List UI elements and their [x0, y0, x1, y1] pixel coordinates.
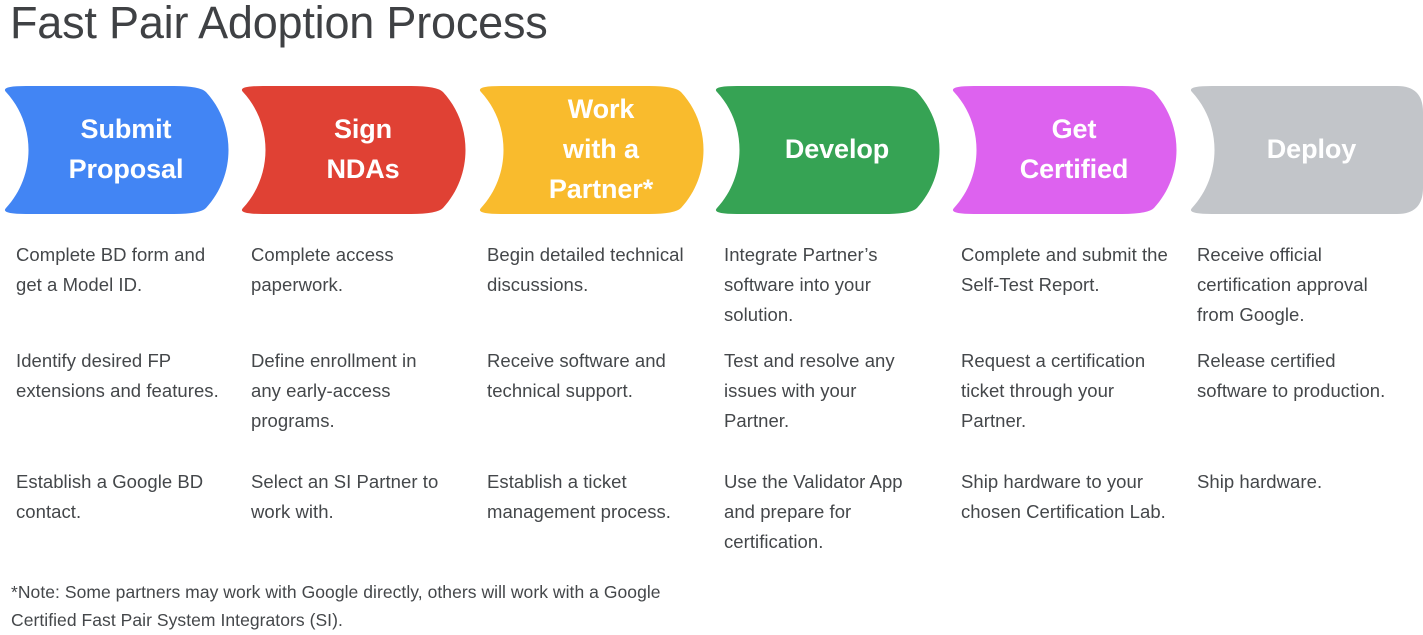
step-item: Integrate Partner’s software into your s…	[724, 244, 878, 326]
steps-columns: Complete BD form and get a Model ID. Iden…	[0, 240, 1423, 552]
step-column-5: Complete and submit the Self-Test Report…	[961, 240, 1176, 550]
step-item: Select an SI Partner to work with.	[251, 471, 439, 523]
step-column-6: Receive official certification approval …	[1197, 240, 1387, 550]
step-item: Complete access paperwork.	[251, 244, 394, 296]
step-item: Identify desired FP extensions and featu…	[16, 350, 219, 402]
process-step-submit-proposal[interactable]: Submit Proposal	[0, 86, 230, 214]
step-item: Complete and submit the Self-Test Report…	[961, 244, 1168, 296]
step-item: Receive official certification approval …	[1197, 244, 1368, 326]
step-item: Release certified software to production…	[1197, 350, 1386, 402]
step-item: Request a certification ticket through y…	[961, 350, 1146, 432]
step-item: Receive software and technical support.	[487, 350, 666, 402]
chevron-shape-sign-ndas	[241, 86, 466, 214]
step-item: Ship hardware.	[1197, 471, 1323, 492]
step-item: Ship hardware to your chosen Certificati…	[961, 471, 1166, 523]
step-item: Begin detailed technical discussions.	[487, 244, 684, 296]
chevron-shape-deploy	[1190, 86, 1423, 214]
process-step-get-certified[interactable]: Get Certified	[948, 86, 1178, 214]
step-column-4: Integrate Partner’s software into your s…	[724, 240, 924, 552]
step-item: Establish a Google BD contact.	[16, 471, 204, 523]
footnote: *Note: Some partners may work with Googl…	[11, 582, 661, 631]
step-column-3: Begin detailed technical discussions. Rec…	[487, 240, 702, 550]
page-title: Fast Pair Adoption Process	[10, 0, 548, 48]
step-column-1: Complete BD form and get a Model ID. Iden…	[16, 240, 231, 550]
chevron-shape-get-certified	[952, 86, 1177, 214]
process-step-work-with-a-partner[interactable]: Work with a Partner*	[475, 86, 705, 214]
chevron-shape-develop	[715, 86, 940, 214]
step-item: Use the Validator App and prepare for ce…	[724, 471, 903, 553]
step-item: Establish a ticket management process.	[487, 471, 671, 523]
process-step-deploy[interactable]: Deploy	[1186, 86, 1423, 214]
step-item: Define enrollment in any early-access pr…	[251, 350, 417, 432]
process-step-develop[interactable]: Develop	[711, 86, 941, 214]
step-item: Complete BD form and get a Model ID.	[16, 244, 206, 296]
step-item: Test and resolve any issues with your Pa…	[724, 350, 895, 432]
process-step-sign-ndas[interactable]: Sign NDAs	[237, 86, 467, 214]
chevron-shape-work-with-a-partner	[479, 86, 704, 214]
step-column-2: Complete access paperwork. Define enrollm…	[251, 240, 451, 550]
chevron-shape-submit-proposal	[4, 86, 229, 214]
